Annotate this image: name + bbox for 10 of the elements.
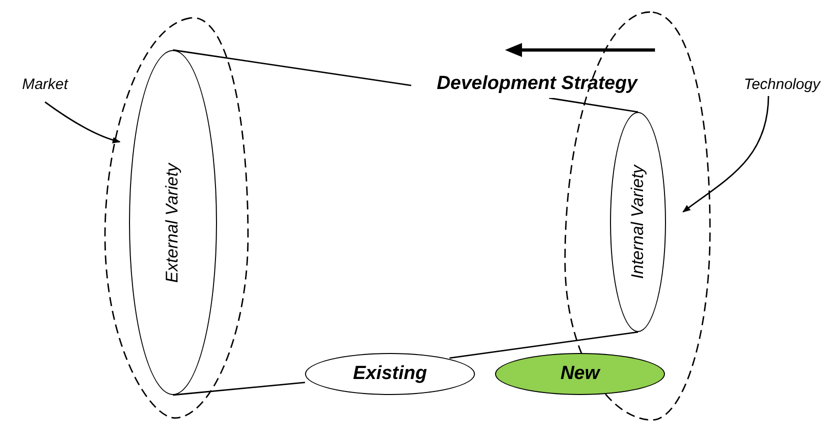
leader-arrow xyxy=(682,96,770,212)
connector-line xyxy=(172,382,306,396)
leader-arrow xyxy=(44,101,121,144)
label-text: Internal Variety xyxy=(628,165,648,279)
label-text: External Variety xyxy=(163,162,183,282)
connector-line xyxy=(172,49,412,86)
label-text: Existing xyxy=(353,363,427,385)
connector-line xyxy=(449,331,638,359)
label-text: New xyxy=(560,363,600,385)
connector-line xyxy=(549,97,638,113)
